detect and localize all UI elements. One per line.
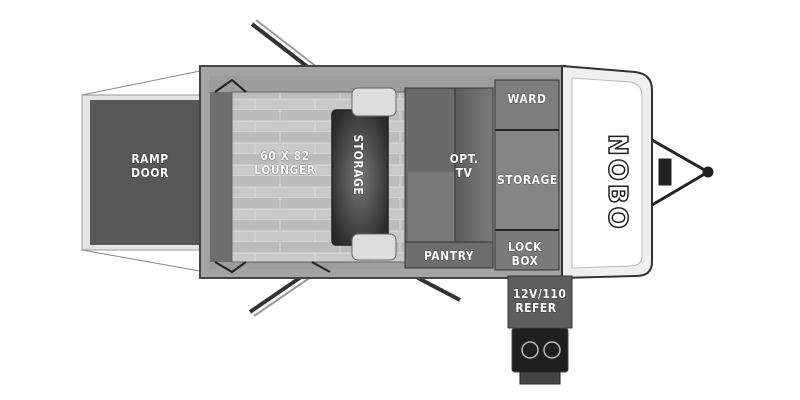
- tv-cabinet: [454, 87, 494, 247]
- cushion-top: [351, 87, 397, 117]
- cushion-bottom: [351, 233, 397, 261]
- label-storage-bed: STORAGE: [350, 134, 365, 196]
- label-lock-box: LOCK BOX: [508, 240, 542, 268]
- refer-unit: [507, 275, 573, 329]
- brand-logo: NOBO: [601, 133, 633, 232]
- ramp-door: [81, 69, 206, 273]
- ward-cabinet: [494, 79, 560, 131]
- label-ramp-door: RAMP DOOR: [131, 152, 169, 180]
- hitch-tongue: [651, 138, 714, 207]
- label-pantry: PANTRY: [424, 249, 475, 263]
- label-storage-front: STORAGE: [497, 173, 558, 187]
- label-refer: 12V/110 REFER: [513, 287, 567, 315]
- label-opt-tv: OPT. TV: [449, 152, 479, 180]
- pantry-cabinet: [404, 241, 494, 269]
- label-lounger: 60 X 82 LOUNGER: [254, 149, 316, 177]
- rear-wall-strip: [210, 92, 232, 262]
- label-ward: WARD: [507, 92, 547, 106]
- lock-box: [494, 229, 560, 271]
